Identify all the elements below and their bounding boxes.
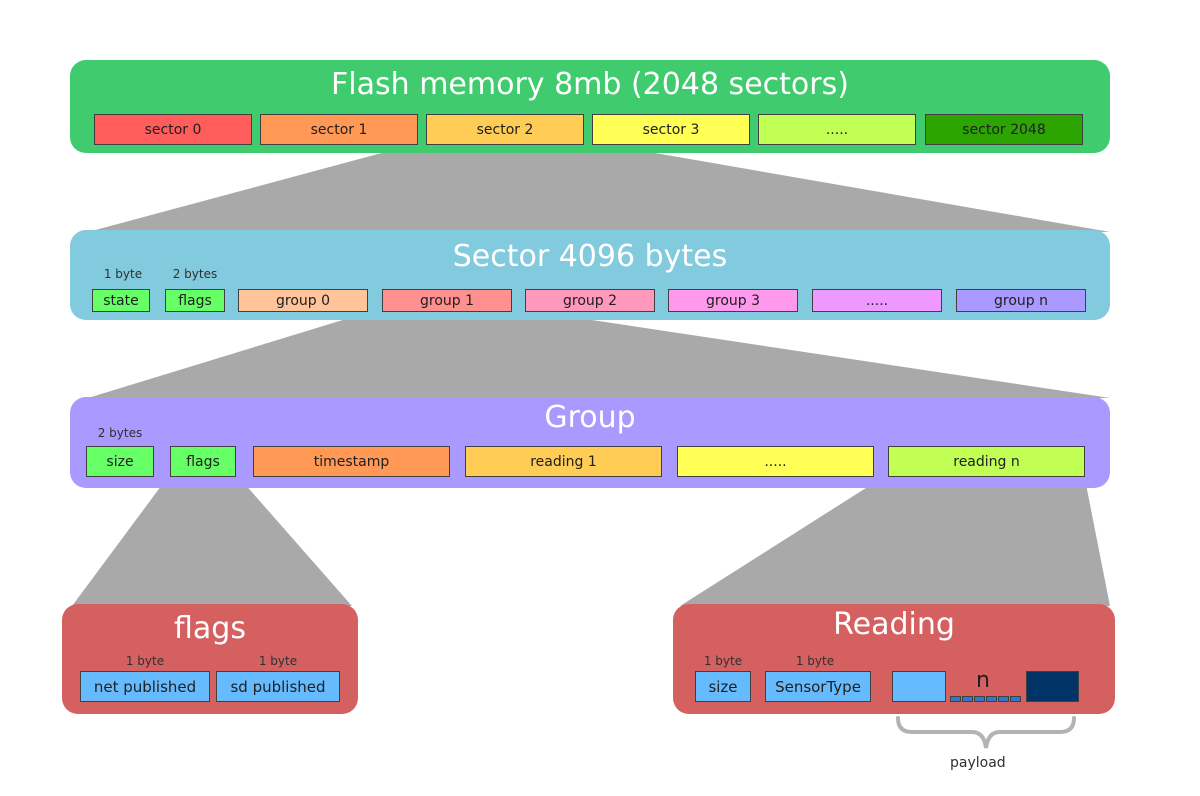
sector-state-cell: state	[92, 289, 150, 312]
flash-memory-panel: Flash memory 8mb (2048 sectors) sector 0…	[70, 60, 1110, 153]
sector-flags-cell: flags	[165, 289, 225, 312]
sd-published-cell: sd published	[216, 671, 340, 702]
group-timestamp-cell: timestamp	[253, 446, 450, 477]
sector-panel: Sector 4096 bytes 1 byte 2 bytes state f…	[70, 230, 1110, 320]
flash-sector-2-cell: sector 2	[426, 114, 584, 145]
sector-group-1-cell: group 1	[382, 289, 512, 312]
connector-group-to-reading	[680, 474, 1110, 606]
payload-mini-block	[998, 696, 1009, 702]
sector-flags-size-note: 2 bytes	[172, 267, 218, 281]
group-size-note: 2 bytes	[97, 426, 143, 440]
payload-mini-block	[986, 696, 997, 702]
group-panel: Group 2 bytes size flags timestamp readi…	[70, 397, 1110, 488]
sector-group-3-cell: group 3	[668, 289, 798, 312]
group-flags-cell: flags	[170, 446, 236, 477]
payload-end-block	[1026, 671, 1079, 702]
net-published-size-note: 1 byte	[125, 654, 165, 668]
sd-published-size-note: 1 byte	[258, 654, 298, 668]
payload-mini-block	[1010, 696, 1021, 702]
sensor-type-size-note: 1 byte	[795, 654, 835, 668]
sector-group-n-cell: group n	[956, 289, 1086, 312]
reading-size-note: 1 byte	[703, 654, 743, 668]
flash-sector-3-cell: sector 3	[592, 114, 750, 145]
payload-mini-block	[962, 696, 973, 702]
group-ellipsis-cell: .....	[677, 446, 874, 477]
group-title: Group	[544, 400, 636, 435]
flash-sector-2048-cell: sector 2048	[925, 114, 1083, 145]
sector-title: Sector 4096 bytes	[452, 239, 728, 274]
payload-mini-block	[974, 696, 985, 702]
group-reading-n-cell: reading n	[888, 446, 1085, 477]
flash-memory-title: Flash memory 8mb (2048 sectors)	[331, 67, 849, 102]
flash-sector-0-cell: sector 0	[94, 114, 252, 145]
sector-group-0-cell: group 0	[238, 289, 368, 312]
connector-sector-to-group	[88, 308, 1110, 398]
payload-brace	[896, 716, 1076, 749]
payload-n-label: n	[976, 668, 990, 693]
payload-label: payload	[950, 755, 1006, 771]
flash-sector-1-cell: sector 1	[260, 114, 418, 145]
payload-start-block	[892, 671, 946, 702]
net-published-cell: net published	[80, 671, 210, 702]
reading-title: Reading	[833, 607, 955, 642]
reading-panel: Reading 1 byte 1 byte size SensorType n	[673, 604, 1115, 714]
sector-ellipsis-cell: .....	[812, 289, 942, 312]
state-size-note: 1 byte	[103, 267, 143, 281]
group-size-cell: size	[86, 446, 154, 477]
reading-size-cell: size	[695, 671, 751, 702]
sensor-type-cell: SensorType	[765, 671, 871, 702]
connector-flash-to-sector	[88, 140, 1110, 232]
flash-ellipsis-cell: .....	[758, 114, 916, 145]
payload-mini-block	[950, 696, 961, 702]
flags-title: flags	[174, 611, 246, 646]
flags-panel: flags 1 byte 1 byte net published sd pub…	[62, 604, 358, 714]
sector-group-2-cell: group 2	[525, 289, 655, 312]
connector-group-to-flags	[72, 474, 352, 606]
group-reading-1-cell: reading 1	[465, 446, 662, 477]
